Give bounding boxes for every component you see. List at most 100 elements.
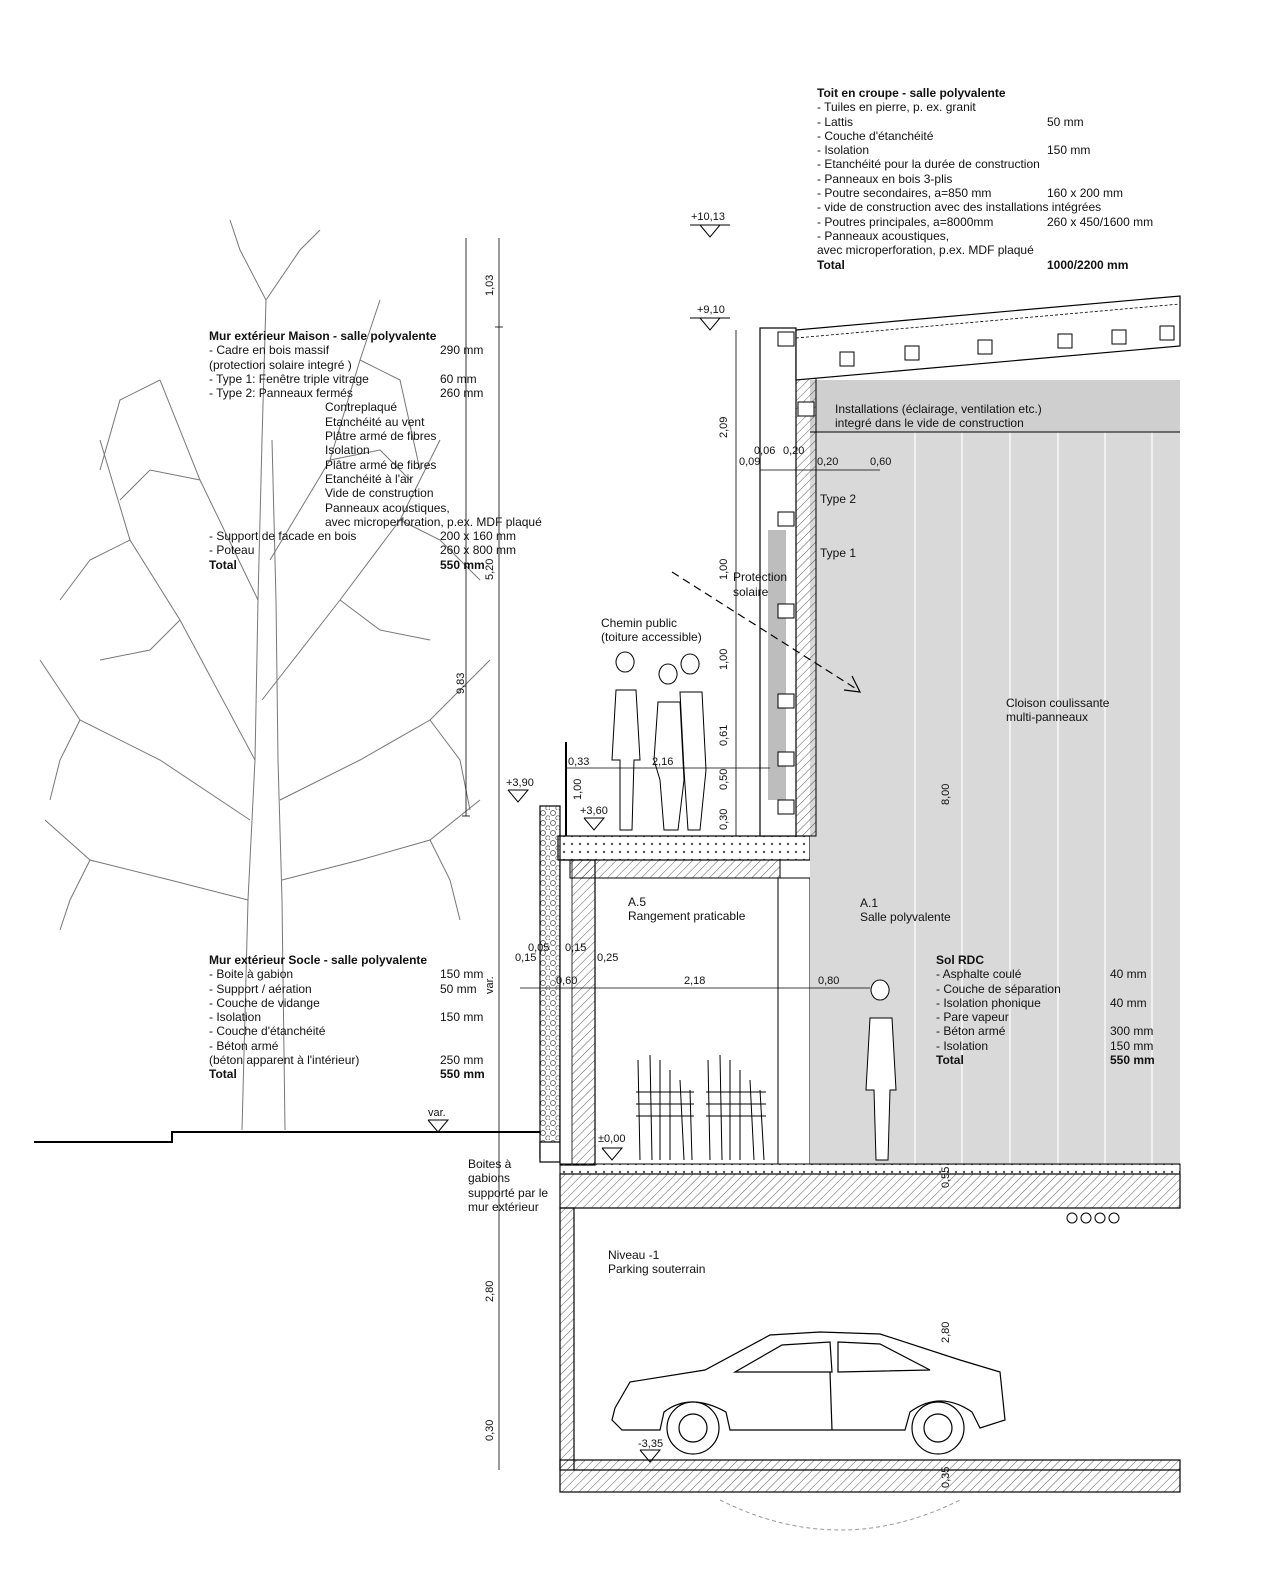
dimension-label: 2,80 <box>940 1321 952 1343</box>
gabion-label: Boites à <box>468 1157 512 1171</box>
spec-layer: Etanchéité au vent <box>325 414 425 429</box>
dimension-label: 0,20 <box>783 445 805 457</box>
protection-label: Protection <box>733 570 788 584</box>
dimension-label: 0,09 <box>739 456 761 468</box>
dimension-label: 0,61 <box>718 724 730 746</box>
dimension-label: 0,30 <box>484 1419 496 1441</box>
spec-row: - Couche de séparation <box>936 981 1061 996</box>
dimension-label: 0,15 <box>515 952 537 964</box>
level-label: ±0,00 <box>598 1133 626 1145</box>
type2-label: Type 2 <box>820 492 857 506</box>
dimension-label: 1,00 <box>718 558 730 580</box>
parking-label: Parking souterrain <box>608 1262 706 1276</box>
dimension-label: 2,16 <box>652 756 674 768</box>
cloison-label-2: multi-panneaux <box>1006 710 1089 724</box>
gabion-label-3: supporté par le <box>468 1186 549 1200</box>
dimension-label: 1,00 <box>572 778 584 800</box>
spec-row: - Couche d'étanchéité <box>817 128 934 143</box>
spec-layer: Panneaux acoustiques, <box>325 500 450 515</box>
room-a5-name: Rangement praticable <box>628 909 746 923</box>
stacked-chairs <box>636 1054 766 1161</box>
roof-spec-title: Toit en croupe - salle polyvalente <box>817 86 1006 100</box>
dimension-label: 0,33 <box>568 756 590 768</box>
dimension-label: 0,25 <box>597 952 619 964</box>
dimension-label: 0,05 <box>528 942 550 954</box>
installations-label-2: integré dans le vide de construction <box>835 416 1024 430</box>
gabion-label-2: gabions <box>468 1171 511 1185</box>
dimension-label: 0,30 <box>718 808 730 830</box>
dimension-label: 0,60 <box>556 975 578 987</box>
dimension-label: 9,83 <box>455 672 467 694</box>
chemin-label-2: (toiture accessible) <box>601 630 702 644</box>
room-a1-name: Salle polyvalente <box>860 910 951 924</box>
socle-spec-title: Mur extérieur Socle - salle polyvalente <box>209 953 428 967</box>
dimension-label: 0,55 <box>940 1166 952 1188</box>
dimension-label: 0,06 <box>754 445 776 457</box>
wall-spec-title: Mur extérieur Maison - salle polyvalente <box>209 329 437 343</box>
spec-row: - vide de construction avec des installa… <box>817 200 1102 215</box>
gabion-label-4: mur extérieur <box>468 1200 539 1214</box>
protection-label-2: solaire <box>733 585 769 599</box>
ground-slab <box>559 1163 1181 1175</box>
spec-layer: Contreplaqué <box>325 400 398 415</box>
dimension-label: 0,15 <box>565 942 587 954</box>
dimension-label: 8,00 <box>940 783 952 805</box>
dimension-label: 0,20 <box>817 456 839 468</box>
installations-label: Installations (éclairage, ventilation et… <box>835 402 1042 416</box>
basement-slab <box>559 1459 1181 1493</box>
people-figures <box>611 651 897 1161</box>
dimension-label: 0,60 <box>870 456 892 468</box>
floor-spec-title: Sol RDC <box>936 953 984 967</box>
dimension-label: 1,03 <box>484 274 496 296</box>
room-a1-label: A.1 <box>860 896 879 910</box>
level-label: +9,10 <box>697 304 725 316</box>
level-label: +3,90 <box>506 777 534 789</box>
basement-wall <box>559 1207 575 1471</box>
cloison-label: Cloison coulissante <box>1006 696 1110 710</box>
type1-label: Type 1 <box>820 546 857 560</box>
spec-row: (protection solaire integré ) <box>209 357 352 372</box>
spec-row: - Tuiles en pierre, p. ex. granit <box>817 100 976 115</box>
dimension-label: 5,20 <box>484 558 496 580</box>
spec-layer: Vide de construction <box>325 486 434 501</box>
roof <box>795 295 1181 381</box>
level-minus1-label: Niveau -1 <box>608 1248 660 1262</box>
spec-row: - Couche de vidange <box>209 995 320 1010</box>
dimension-label: 2,18 <box>684 975 706 987</box>
spec-layer: Etanchéité à l'air <box>325 471 414 486</box>
level-label: +10,13 <box>691 211 725 223</box>
spec-layer: Plâtre armé de fibres <box>325 429 437 444</box>
chemin-label: Chemin public <box>601 616 678 630</box>
spec-layer: avec microperforation, p.ex. MDF plaqué <box>325 514 542 529</box>
dimension-label: 0,35 <box>940 1466 952 1488</box>
car-illustration <box>611 1331 1006 1455</box>
wall-spec: Mur extérieur Maison - salle polyvalente… <box>209 329 542 572</box>
terrace-slab <box>557 835 811 861</box>
dimension-label: 0,50 <box>718 768 730 790</box>
dimension-label: 1,00 <box>718 648 730 670</box>
level-label: var. <box>428 1107 446 1119</box>
spec-row: - Couche d'étanchéité <box>209 1024 326 1039</box>
level-label: +3,60 <box>580 805 608 817</box>
spec-row: (béton apparent à l'intérieur)250 mm <box>209 1053 484 1068</box>
spec-row: - Pare vapeur <box>936 1010 1009 1025</box>
roof-spec: Toit en croupe - salle polyvalente - Tui… <box>817 86 1154 272</box>
